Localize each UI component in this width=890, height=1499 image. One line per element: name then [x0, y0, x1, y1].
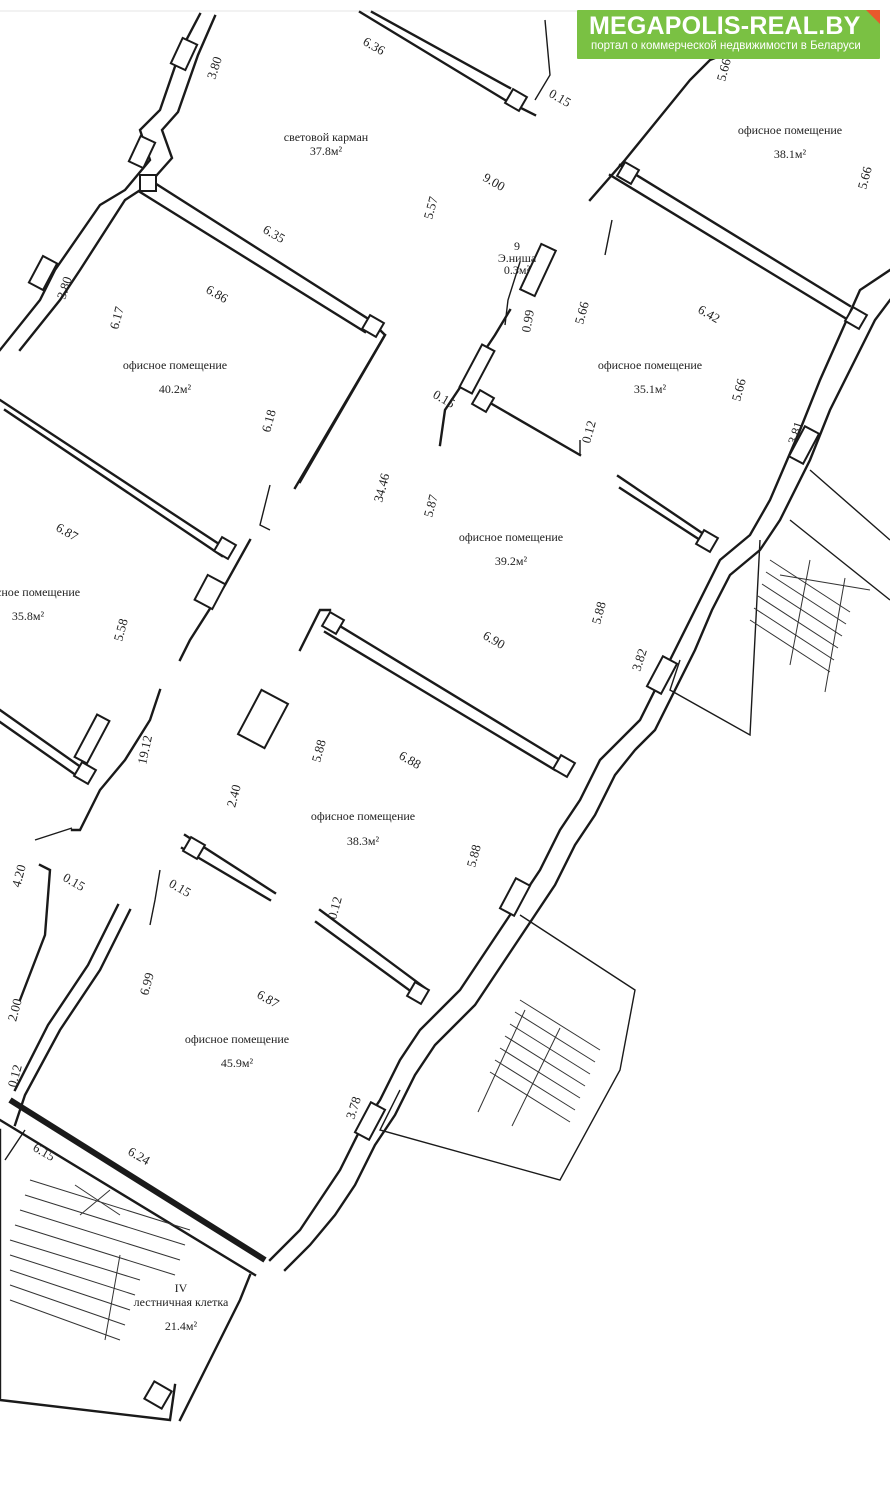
dimension-label: 6.35 — [261, 222, 288, 246]
room-number: IV — [175, 1281, 188, 1295]
room-area: 39.2м² — [495, 554, 528, 568]
dimension-label: 3.82 — [629, 647, 650, 673]
dimension-label: 0.15 — [547, 86, 574, 110]
dimension-label: 5.66 — [728, 376, 749, 402]
dimension-label: 2.00 — [4, 997, 24, 1023]
room-name: офисное помещение — [459, 530, 563, 544]
dimension-label: 0.15 — [167, 876, 194, 900]
pillars — [27, 36, 869, 1411]
stair-lower-left — [9, 1179, 191, 1341]
dimension-label: 6.87 — [255, 987, 283, 1012]
dimension-label: 5.66 — [713, 56, 734, 82]
dimension-label: 5.88 — [463, 843, 483, 869]
stair-right-lower — [378, 914, 636, 1181]
dimension-label: 6.90 — [481, 628, 508, 652]
dimension-label: 3.80 — [54, 275, 75, 301]
dimension-label: 0.12 — [4, 1063, 24, 1089]
room-area: 35.8м² — [12, 609, 45, 623]
dimension-label: 3.80 — [204, 55, 225, 81]
dimension-label: 34.46 — [370, 471, 392, 504]
watermark-subtitle: портал о коммерческой недвижимости в Бел… — [591, 40, 861, 52]
room-area: 35.1м² — [634, 382, 667, 396]
dimension-label: 5.66 — [854, 164, 875, 190]
dimension-label: 6.18 — [258, 408, 278, 434]
dimension-label: 0.99 — [518, 309, 537, 334]
room-name: офисное помещение — [598, 358, 702, 372]
dimension-label: 6.99 — [136, 971, 156, 997]
room-name: офисное помещение — [123, 358, 227, 372]
dimension-label: 6.15 — [31, 1140, 58, 1164]
dimension-label: 5.66 — [571, 299, 592, 325]
room-area: 45.9м² — [221, 1056, 254, 1070]
site-watermark: MEGAPOLIS-REAL.BY портал о коммерческой … — [577, 10, 880, 59]
dimension-label: 3.81 — [785, 420, 806, 446]
watermark-corner-flag — [866, 10, 880, 24]
dimension-label: 6.17 — [106, 304, 127, 330]
dimension-label: 6.42 — [696, 302, 723, 326]
room-area: 21.4м² — [165, 1319, 198, 1333]
stair-right-upper — [669, 469, 890, 737]
dimension-label: 5.88 — [588, 600, 608, 626]
dimension-label: 5.58 — [110, 617, 130, 643]
dimension-label: 0.15 — [61, 870, 88, 894]
room-area: 38.1м² — [774, 147, 807, 161]
room-labels: световой карман 37.8м² офисное помещение… — [0, 123, 842, 1333]
room-name: Э.ниша — [498, 251, 537, 265]
dimension-label: 5.88 — [308, 738, 328, 764]
dimension-label: 6.24 — [126, 1144, 154, 1169]
dimension-label: 6.36 — [361, 34, 389, 59]
room-area: 38.3м² — [347, 834, 380, 848]
dimension-labels: 3.80 6.36 0.15 5.66 9.00 5.57 5.66 6.35 … — [4, 34, 875, 1169]
room-name: офисное помещение — [185, 1032, 289, 1046]
dimension-label: 6.87 — [54, 520, 82, 545]
dimension-label: 0.15 — [431, 387, 458, 411]
walls — [0, 10, 890, 1422]
dimension-label: 2.40 — [223, 783, 243, 809]
dimension-label: 6.86 — [204, 282, 232, 307]
dimension-label: 3.78 — [343, 1095, 364, 1121]
dimension-label: 19.12 — [134, 734, 155, 766]
room-area: 0.3м² — [504, 263, 531, 277]
room-area: 40.2м² — [159, 382, 192, 396]
room-number: 9 — [514, 239, 520, 253]
dimension-label: 6.88 — [397, 748, 424, 772]
dimension-label: 9.00 — [481, 170, 508, 194]
dimension-label: 4.20 — [8, 863, 28, 889]
dimension-label: 5.87 — [420, 492, 441, 518]
watermark-title: MEGAPOLIS-REAL.BY — [589, 12, 861, 40]
dimension-label: 0.12 — [324, 895, 344, 921]
room-name: световой карман — [284, 130, 369, 144]
room-name: офисное помещение — [0, 585, 80, 599]
dimension-label: 0.12 — [578, 419, 598, 445]
room-name: лестничная клетка — [134, 1295, 229, 1309]
room-area: 37.8м² — [310, 144, 343, 158]
dimension-label: 5.57 — [420, 194, 441, 220]
room-name: офисное помещение — [311, 809, 415, 823]
room-name: офисное помещение — [738, 123, 842, 137]
